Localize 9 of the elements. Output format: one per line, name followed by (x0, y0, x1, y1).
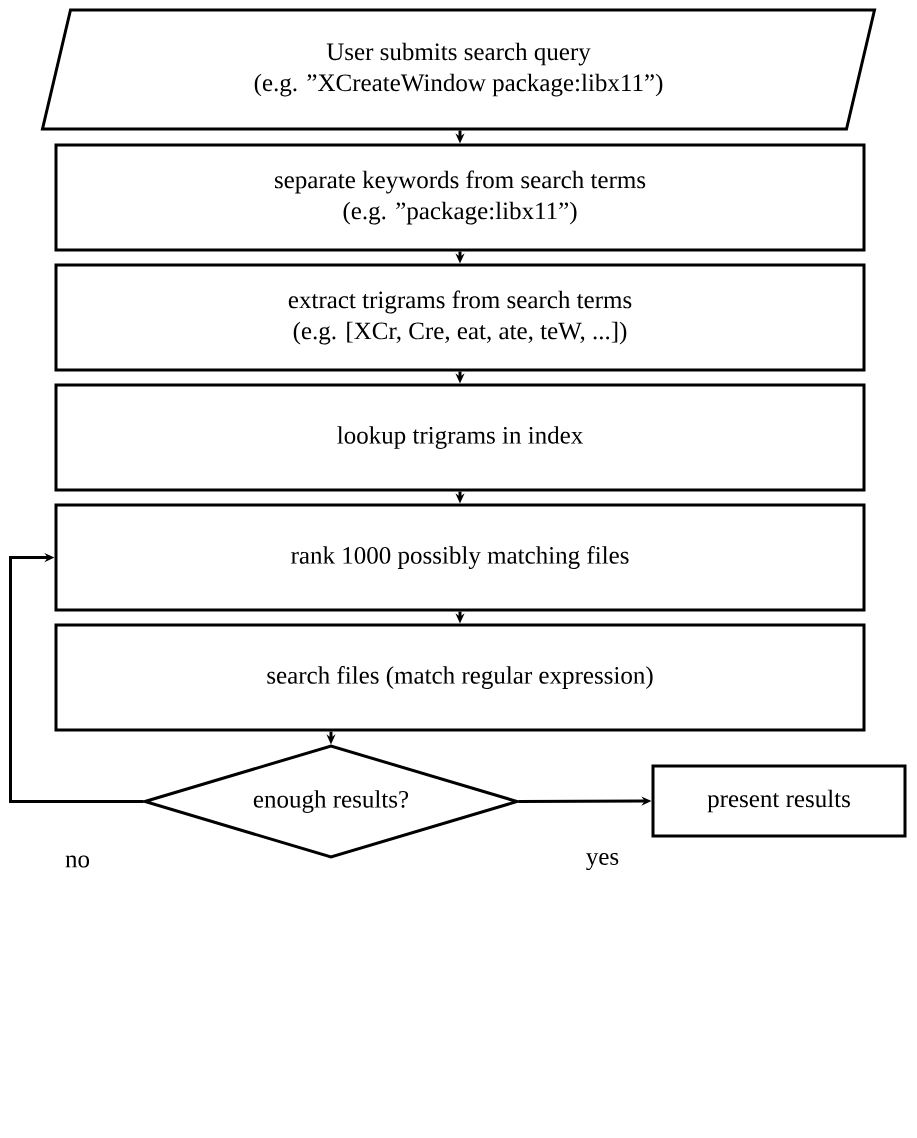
edge-label: no (65, 855, 90, 868)
process-box: present results (651, 764, 907, 838)
arrow (9, 552, 144, 803)
edge-label: yes (586, 852, 619, 871)
process-box: rank 1000 possibly matching files (54, 503, 866, 612)
process-box: separate keywords from search terms (e.g. ”package:libx11”) (54, 143, 866, 252)
process-box: search files (match regular expression) (54, 623, 866, 732)
process-box: lookup trigrams in index (54, 383, 866, 492)
process-box: extract trigrams from search terms (e.g. [XCr, Cre, eat, ate, teW, ...]) (54, 263, 866, 372)
